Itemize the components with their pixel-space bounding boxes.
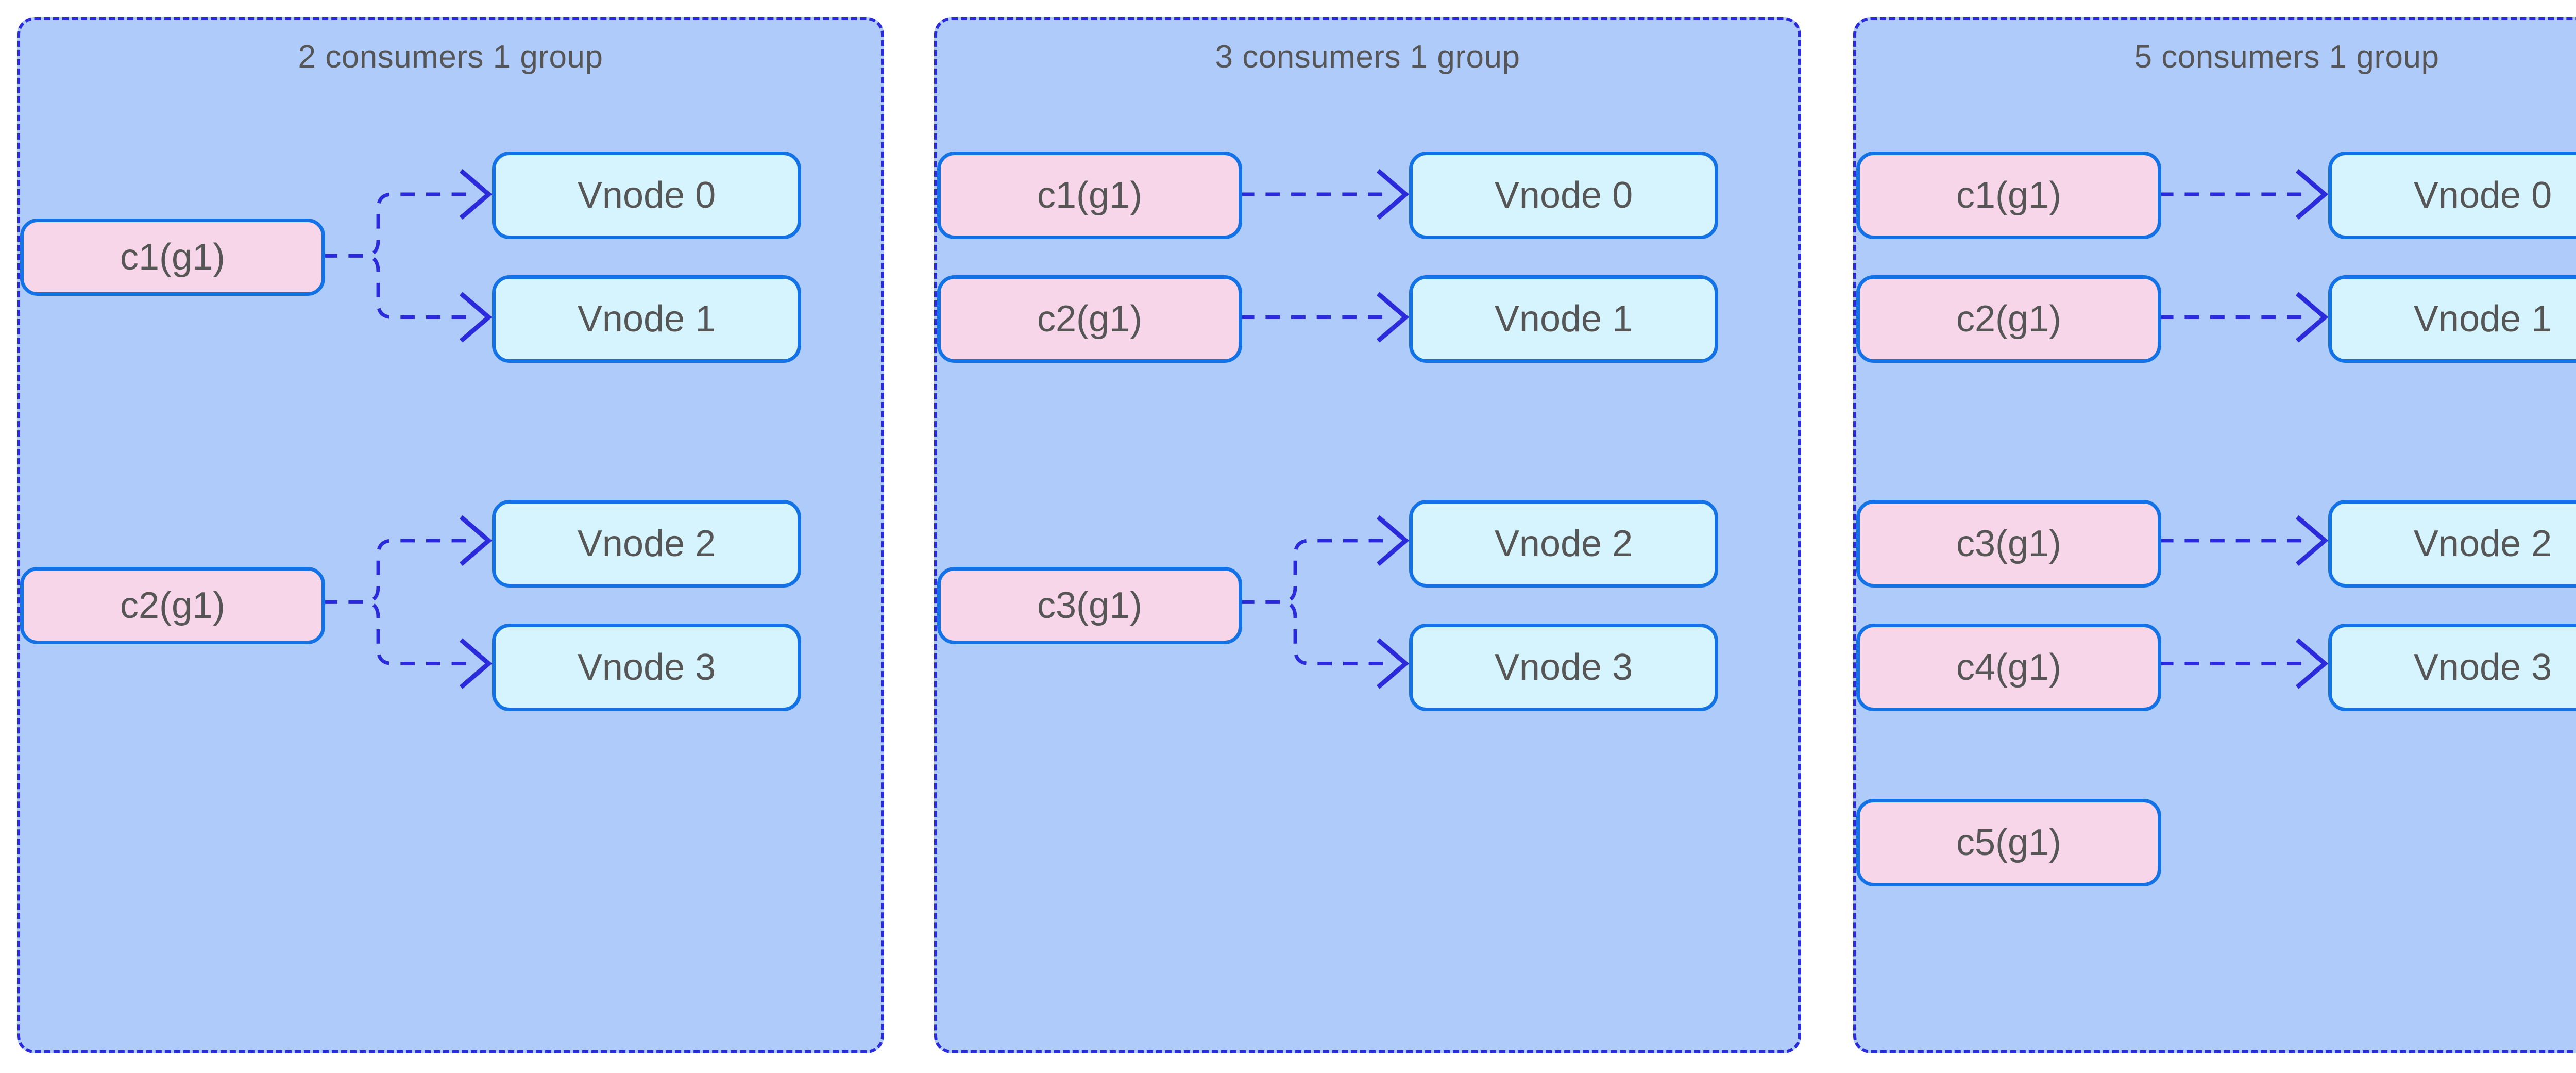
consumer-node[interactable]: c3(g1): [1856, 500, 2161, 588]
node-label: Vnode 2: [577, 523, 716, 564]
node-label: c2(g1): [1037, 298, 1143, 340]
node-label: Vnode 1: [2413, 298, 2552, 340]
vnode-node[interactable]: Vnode 2: [2328, 500, 2576, 588]
vnode-node[interactable]: Vnode 0: [2328, 152, 2576, 239]
vnode-node[interactable]: Vnode 2: [492, 500, 801, 588]
node-label: c2(g1): [120, 585, 226, 626]
node-label: Vnode 0: [1494, 175, 1633, 216]
vnode-node[interactable]: Vnode 3: [2328, 624, 2576, 711]
node-label: Vnode 2: [2413, 523, 2552, 564]
node-label: Vnode 3: [577, 647, 716, 688]
vnode-node[interactable]: Vnode 1: [2328, 275, 2576, 363]
panel-title: 2 consumers 1 group: [298, 39, 603, 75]
consumer-node[interactable]: c4(g1): [1856, 624, 2161, 711]
node-label: c2(g1): [1956, 298, 2062, 340]
node-label: c3(g1): [1956, 523, 2062, 564]
node-label: Vnode 0: [2413, 175, 2552, 216]
vnode-node[interactable]: Vnode 2: [1409, 500, 1718, 588]
node-label: Vnode 3: [2413, 647, 2552, 688]
group-panel-5-consumers: 5 consumers 1 group c1(g1) c2(g1) c3(g1): [1853, 17, 2576, 1053]
consumer-node[interactable]: c1(g1): [1856, 152, 2161, 239]
node-label: c5(g1): [1956, 822, 2062, 863]
consumer-node[interactable]: c2(g1): [937, 275, 1242, 363]
panel-title: 3 consumers 1 group: [1215, 39, 1520, 75]
consumer-node[interactable]: c2(g1): [20, 567, 325, 644]
vnode-node[interactable]: Vnode 0: [1409, 152, 1718, 239]
node-label: Vnode 1: [1494, 298, 1633, 340]
consumer-node[interactable]: c3(g1): [937, 567, 1242, 644]
node-label: Vnode 3: [1494, 647, 1633, 688]
consumer-node[interactable]: c1(g1): [20, 219, 325, 296]
panel-title: 5 consumers 1 group: [2134, 39, 2439, 75]
node-label: c1(g1): [1956, 175, 2062, 216]
node-label: c3(g1): [1037, 585, 1143, 626]
node-label: c1(g1): [120, 237, 226, 278]
consumer-node[interactable]: c2(g1): [1856, 275, 2161, 363]
group-panel-2-consumers: 2 consumers 1 group c1(g1) c2(g1) Vnode …: [17, 17, 884, 1053]
vnode-node[interactable]: Vnode 1: [1409, 275, 1718, 363]
group-panel-3-consumers: 3 consumers 1 group c1(g1) c2(g1) c3(g1): [934, 17, 1801, 1053]
consumer-node[interactable]: c5(g1): [1856, 799, 2161, 886]
vnode-node[interactable]: Vnode 0: [492, 152, 801, 239]
node-label: Vnode 1: [577, 298, 716, 340]
node-label: Vnode 0: [577, 175, 716, 216]
vnode-node[interactable]: Vnode 3: [1409, 624, 1718, 711]
vnode-node[interactable]: Vnode 3: [492, 624, 801, 711]
node-label: c4(g1): [1956, 647, 2062, 688]
node-label: c1(g1): [1037, 175, 1143, 216]
vnode-node[interactable]: Vnode 1: [492, 275, 801, 363]
node-label: Vnode 2: [1494, 523, 1633, 564]
consumer-node[interactable]: c1(g1): [937, 152, 1242, 239]
